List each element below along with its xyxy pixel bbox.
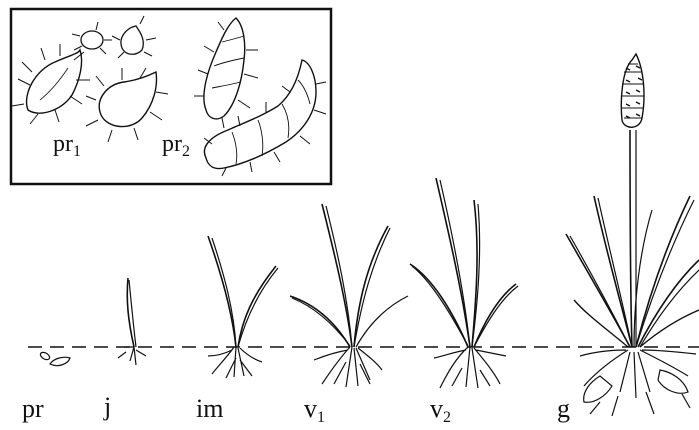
stage-j-plant-icon xyxy=(118,278,146,365)
stage-v2-plant-icon xyxy=(410,178,518,388)
stage-label-v1: v1 xyxy=(304,396,325,426)
stage-label-v1-base: v xyxy=(304,394,317,423)
stage-label-v1-sub: 1 xyxy=(317,409,325,426)
stage-label-j-base: j xyxy=(104,392,111,421)
stage-label-j: j xyxy=(104,394,111,420)
stage-im-plant-icon xyxy=(208,236,278,378)
inset-label-pr2-sub: 2 xyxy=(182,143,190,160)
stage-v1-plant-icon xyxy=(290,204,408,387)
stage-label-v2-sub: 2 xyxy=(443,409,451,426)
stage-label-v2-base: v xyxy=(430,394,443,423)
stage-g-plant-icon xyxy=(566,54,699,416)
stage-label-g-base: g xyxy=(557,394,570,423)
inset-label-pr2: pr2 xyxy=(162,132,190,160)
inset-label-pr1: pr1 xyxy=(53,132,81,160)
stage-label-pr-base: pr xyxy=(22,394,44,423)
stage-label-im-base: im xyxy=(196,394,223,423)
stage-label-pr: pr xyxy=(22,396,44,422)
stage-pr-seeds-icon xyxy=(39,351,70,366)
inset-label-pr2-base: pr xyxy=(162,131,182,157)
inset-label-pr1-sub: 1 xyxy=(73,143,81,160)
stage-label-im: im xyxy=(196,396,223,422)
inset-label-pr1-base: pr xyxy=(53,131,73,157)
stage-label-v2: v2 xyxy=(430,396,451,426)
stage-label-g: g xyxy=(557,396,570,422)
